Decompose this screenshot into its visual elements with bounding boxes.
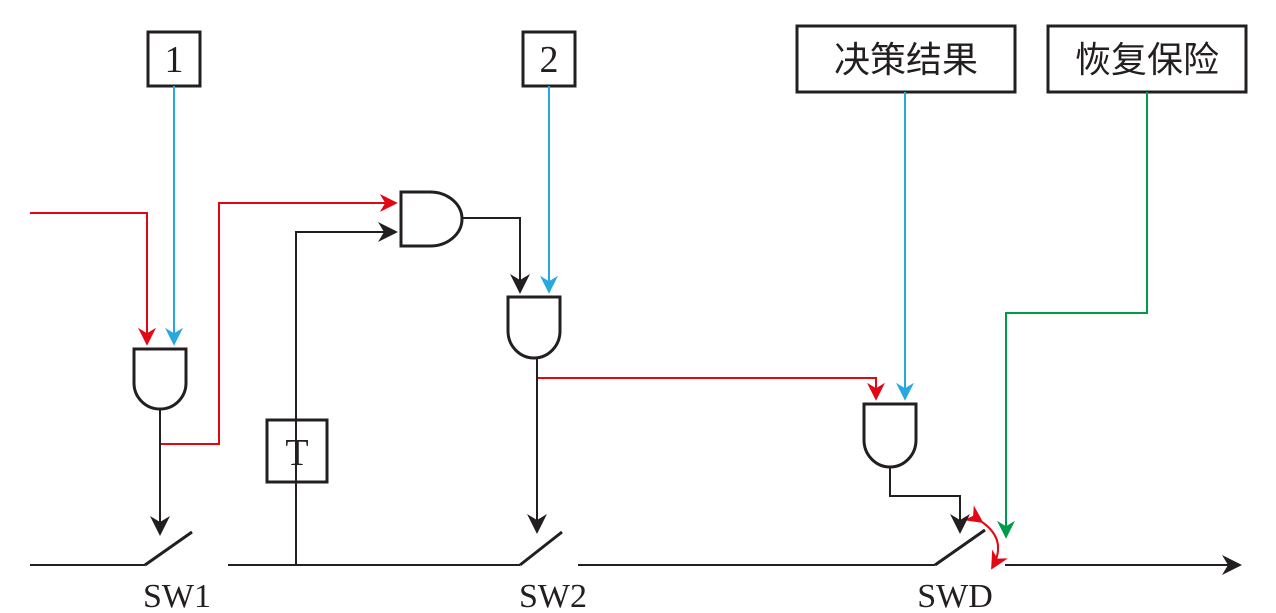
black-wire-gate-4-to-swd — [889, 467, 970, 534]
red-wire-gate-1-to-gate-2 — [160, 194, 398, 445]
input-box-1: 1 — [146, 30, 202, 88]
and-gate-2 — [399, 190, 464, 248]
restore-protection-label: 恢复保险 — [1075, 40, 1219, 81]
decision-result-box: 决策结果 — [795, 24, 1017, 94]
input-box-2-label: 2 — [540, 39, 559, 81]
switch-label-sw2: SW2 — [519, 578, 587, 613]
input-box-2: 2 — [521, 30, 577, 88]
switch-sw2 — [519, 530, 563, 567]
switch-swd — [934, 528, 986, 567]
red-double-arrow-swd — [963, 505, 1008, 570]
decision-result-label: 决策结果 — [834, 40, 978, 81]
and-gate-4 — [862, 402, 918, 469]
red-wire-input-to-gate-1 — [30, 212, 156, 346]
switch-sw1 — [144, 530, 193, 567]
input-box-1-label: 1 — [165, 39, 184, 81]
and-gate-1 — [132, 347, 188, 411]
red-wire-gate-3-to-gate-4 — [537, 377, 885, 401]
switch-label-swd: SWD — [917, 578, 993, 613]
green-wire-restore-protection — [997, 92, 1148, 539]
black-wire-gate-2-to-gate-3 — [462, 217, 530, 294]
black-wire-timer-to-gate-2 — [295, 222, 398, 565]
restore-protection-box: 恢复保险 — [1046, 24, 1248, 94]
and-gate-3 — [506, 295, 562, 360]
switch-label-sw1: SW1 — [143, 578, 211, 613]
